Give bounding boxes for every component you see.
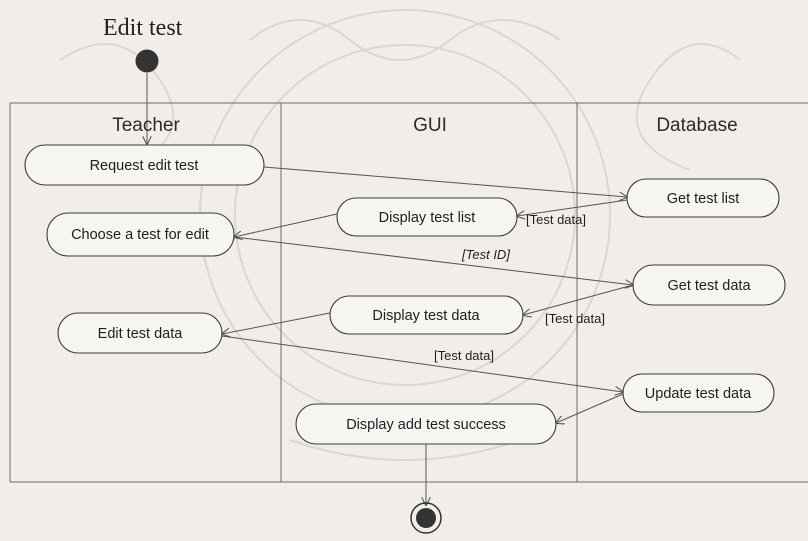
svg-text:Get test list: Get test list xyxy=(667,191,740,207)
node-get-test-list: Get test list xyxy=(626,178,780,218)
svg-text:Choose a test for edit: Choose a test for edit xyxy=(71,227,209,243)
node-get-test-data: Get test data xyxy=(632,264,786,306)
svg-text:Update test data: Update test data xyxy=(645,386,752,402)
node-display-test-data: Display test data xyxy=(329,295,524,335)
node-edit-test-data: Edit test data xyxy=(57,312,223,354)
node-display-add-test-success: Display add test success xyxy=(295,403,557,445)
lane-header-teacher: Teacher xyxy=(112,115,180,136)
final-node xyxy=(410,502,442,534)
svg-text:Edit test data: Edit test data xyxy=(98,326,184,342)
lane-header-database: Database xyxy=(656,115,737,136)
edge-display-data-to-edit xyxy=(222,312,331,334)
edge-request-to-get-list xyxy=(263,166,627,197)
node-request-edit-test: Request edit test xyxy=(24,144,265,186)
diagram-title: Edit test xyxy=(103,15,183,41)
guard-test-data-3: [Test data] xyxy=(434,348,494,363)
svg-text:Request edit test: Request edit test xyxy=(90,158,199,174)
svg-text:Display test list: Display test list xyxy=(379,210,476,226)
edge-get-data-to-display-data xyxy=(523,284,634,315)
edge-choose-to-get-data xyxy=(233,236,633,285)
edge-edit-to-update xyxy=(221,335,623,392)
initial-node xyxy=(135,49,159,73)
guard-test-id: [Test ID] xyxy=(461,247,510,262)
svg-text:Display test data: Display test data xyxy=(372,308,480,324)
edge-get-list-to-display-list xyxy=(517,199,628,216)
node-update-test-data: Update test data xyxy=(622,373,775,413)
guard-test-data-2: [Test data] xyxy=(545,311,605,326)
guard-test-data-1: [Test data] xyxy=(526,212,586,227)
edge-update-to-success xyxy=(556,393,624,423)
svg-text:Display add test success: Display add test success xyxy=(346,417,506,433)
node-display-test-list: Display test list xyxy=(336,197,518,237)
swimlane-frame xyxy=(9,102,808,483)
edge-display-list-to-choose xyxy=(234,213,338,237)
node-choose-test-for-edit: Choose a test for edit xyxy=(46,212,235,257)
lane-header-gui: GUI xyxy=(413,115,447,136)
svg-text:Get test data: Get test data xyxy=(667,278,751,294)
